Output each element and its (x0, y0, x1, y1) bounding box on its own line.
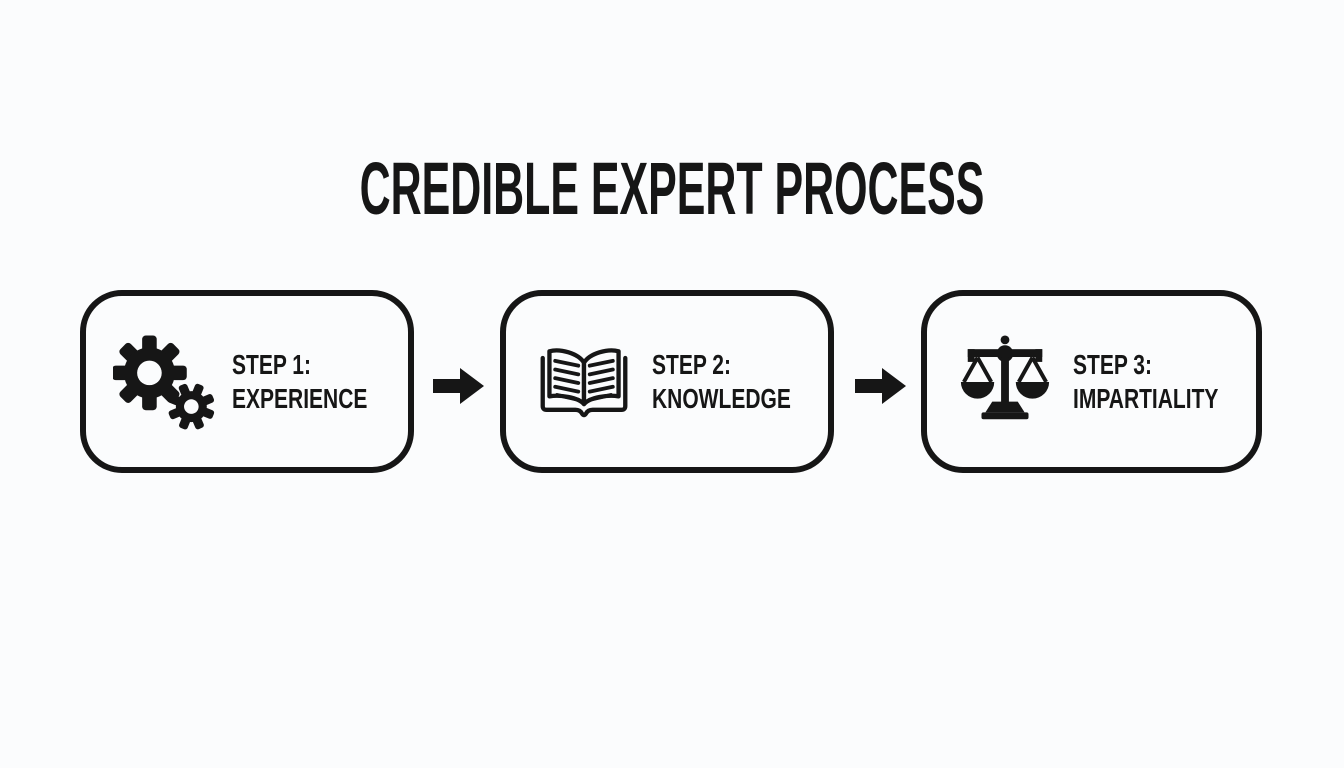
step-label: STEP 1: (232, 348, 311, 380)
step-label: STEP 2: (652, 348, 731, 380)
step-text: STEP 2: KNOWLEDGE (652, 348, 791, 416)
balance-scale-icon (953, 327, 1057, 437)
step-name: EXPERIENCE (232, 382, 368, 414)
step-box-impartiality: STEP 3: IMPARTIALITY (921, 290, 1262, 473)
open-book-icon (532, 327, 636, 437)
arrow-right-icon (855, 367, 907, 405)
step-box-knowledge: STEP 2: KNOWLEDGE (500, 290, 834, 473)
diagram-title: CREDIBLE EXPERT PROCESS (359, 147, 985, 230)
step-text: STEP 1: EXPERIENCE (232, 348, 367, 416)
step-label: STEP 3: (1073, 348, 1152, 380)
step-box-experience: STEP 1: EXPERIENCE (80, 290, 414, 473)
arrow-right-icon (433, 367, 485, 405)
step-name: IMPARTIALITY (1073, 382, 1219, 414)
step-name: KNOWLEDGE (652, 382, 791, 414)
gears-icon (112, 327, 216, 437)
step-text: STEP 3: IMPARTIALITY (1073, 348, 1218, 416)
